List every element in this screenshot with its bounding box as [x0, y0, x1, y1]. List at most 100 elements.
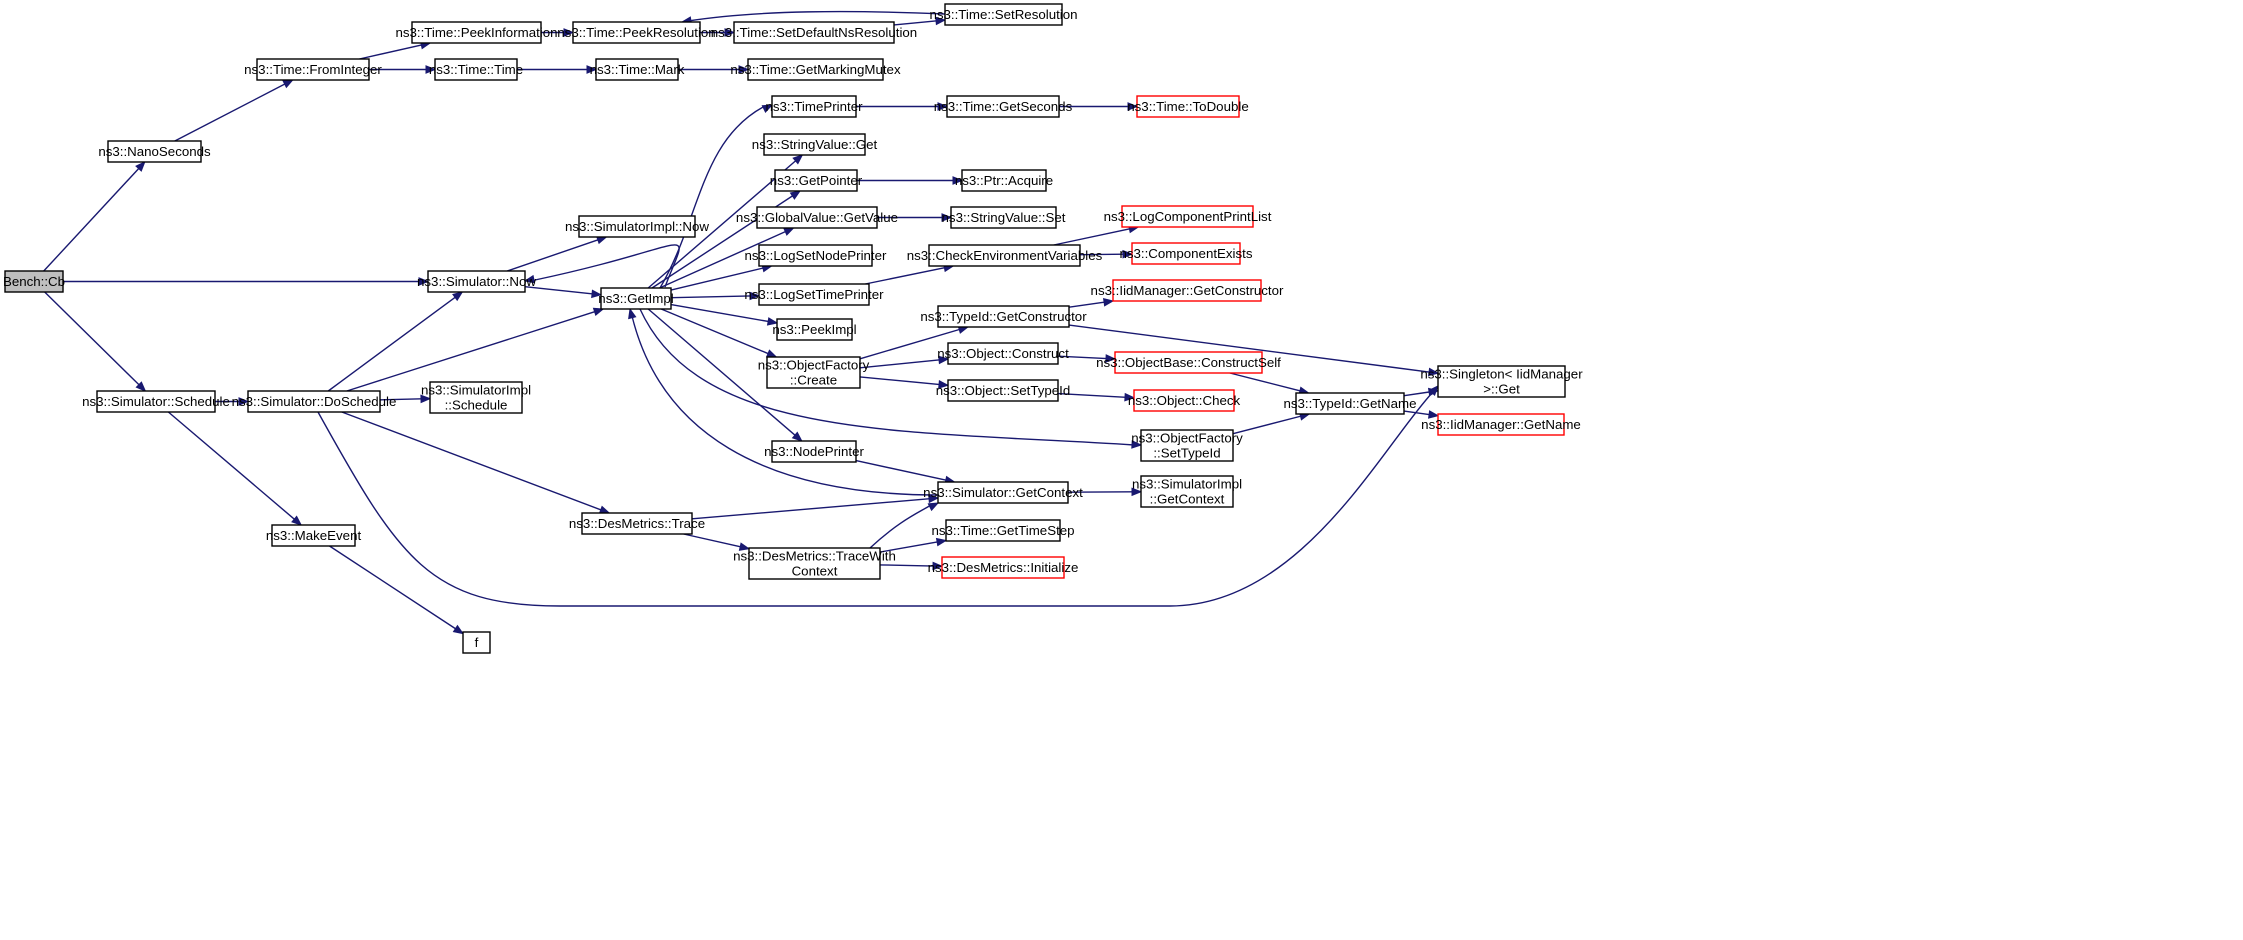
- node-logsettimeprinter[interactable]: ns3::LogSetTimePrinter: [744, 283, 884, 306]
- node-peekimpl[interactable]: ns3::PeekImpl: [772, 318, 857, 341]
- edge-simulator-doschedule-to-singleton-get-arrowhead: [1428, 385, 1439, 396]
- node-time-setresolution[interactable]: ns3::Time::SetResolution: [929, 3, 1078, 26]
- node-bench-cb[interactable]: Bench::Cb: [3, 270, 65, 293]
- edge-simulator-getcontext-to-getimpl-arrowhead: [628, 307, 637, 320]
- node-stringvalue-get[interactable]: ns3::StringValue::Get: [752, 133, 878, 156]
- node-iidmanager-getconstructor[interactable]: ns3::IidManager::GetConstructor: [1091, 279, 1284, 302]
- node-object-check-box: [1133, 389, 1235, 412]
- node-time-todouble-label: ns3::Time::ToDouble: [1127, 99, 1248, 114]
- node-simulatorimpl-getcontext[interactable]: ns3::SimulatorImpl::GetContext: [1132, 475, 1242, 508]
- edge-typeid-getconstructor-to-iidmanager-getconstructor: [1068, 298, 1115, 308]
- edge-desmetrics-trace-to-simulator-getcontext-line: [691, 497, 931, 520]
- node-singleton-get[interactable]: ns3::Singleton< IidManager>::Get: [1420, 365, 1583, 398]
- node-time-gettimestep-label: ns3::Time::GetTimeStep: [931, 523, 1074, 538]
- node-simulator-doschedule-label: ns3::Simulator::DoSchedule: [232, 394, 397, 409]
- node-checkenvironmentvariables[interactable]: ns3::CheckEnvironmentVariables: [907, 244, 1103, 267]
- node-time-setresolution-label: ns3::Time::SetResolution: [929, 7, 1077, 22]
- node-typeid-getconstructor[interactable]: ns3::TypeId::GetConstructor: [920, 305, 1087, 328]
- node-simulator-getcontext-box: [937, 481, 1069, 504]
- node-iidmanager-getname-box: [1437, 413, 1565, 436]
- node-time-peekinformation[interactable]: ns3::Time::PeekInformation: [395, 21, 558, 44]
- node-iidmanager-getconstructor-box: [1112, 279, 1262, 302]
- node-time-time[interactable]: ns3::Time::Time: [429, 58, 523, 81]
- node-time-peekresolution-label: ns3::Time::PeekResolution: [557, 25, 715, 40]
- edge-time-time-to-time-mark: [517, 65, 598, 74]
- edge-checkenvironmentvariables-to-logcomponentprintlist-line: [1053, 227, 1131, 246]
- node-simulatorimpl-schedule[interactable]: ns3::SimulatorImpl::Schedule: [421, 381, 531, 414]
- edge-getimpl-to-simulator-now: [523, 244, 680, 288]
- node-object-settypeid[interactable]: ns3::Object::SetTypeId: [936, 379, 1071, 402]
- node-objectfactory-settypeid-label-1: ns3::ObjectFactory: [1131, 431, 1243, 446]
- node-iidmanager-getname[interactable]: ns3::IidManager::GetName: [1421, 413, 1581, 436]
- node-globalvalue-getvalue[interactable]: ns3::GlobalValue::GetValue: [736, 206, 898, 229]
- edge-time-mark-to-time-getmarkingmutex-arrowhead: [738, 65, 750, 74]
- node-nodeprinter[interactable]: ns3::NodePrinter: [764, 440, 864, 463]
- node-desmetrics-trace[interactable]: ns3::DesMetrics::Trace: [569, 512, 705, 535]
- edge-time-time-to-time-mark-arrowhead: [586, 65, 598, 74]
- node-getpointer-label: ns3::GetPointer: [770, 173, 863, 188]
- node-f[interactable]: f: [462, 631, 491, 654]
- node-simulatorimpl-now-label: ns3::SimulatorImpl::Now: [565, 219, 709, 234]
- node-desmetrics-trace-box: [581, 512, 693, 535]
- node-object-check[interactable]: ns3::Object::Check: [1128, 389, 1241, 412]
- node-objectfactory-settypeid-box: [1140, 429, 1234, 462]
- node-getpointer[interactable]: ns3::GetPointer: [770, 169, 863, 192]
- node-lognodeprinter[interactable]: ns3::LogSetNodePrinter: [745, 244, 887, 267]
- node-time-getmarkingmutex[interactable]: ns3::Time::GetMarkingMutex: [730, 58, 901, 81]
- node-desmetrics-tracewithcontext-box: [748, 547, 881, 580]
- node-getimpl-box: [600, 287, 672, 310]
- edge-desmetrics-tracewithcontext-to-desmetrics-initialize-arrowhead: [932, 561, 944, 571]
- node-simulator-getcontext[interactable]: ns3::Simulator::GetContext: [923, 481, 1083, 504]
- edge-getimpl-to-peekimpl-arrowhead: [766, 317, 779, 326]
- edge-typeid-getname-to-singleton-get-line: [1403, 391, 1431, 397]
- edge-time-setresolution-to-time-peekresolution-line: [687, 10, 946, 22]
- edge-getimpl-to-timeprinter-arrowhead: [761, 104, 774, 114]
- node-simulatorimpl-getcontext-box: [1140, 475, 1234, 508]
- node-ptr-acquire[interactable]: ns3::Ptr::Acquire: [955, 169, 1053, 192]
- edge-time-peekinformation-to-time-peekresolution-arrowhead: [563, 28, 575, 37]
- node-time-setdefaultnsresolution[interactable]: ns3::Time::SetDefaultNsResolution: [711, 21, 917, 44]
- node-object-construct[interactable]: ns3::Object::Construct: [937, 342, 1069, 365]
- node-getimpl[interactable]: ns3::GetImpl: [598, 287, 674, 310]
- node-makeevent[interactable]: ns3::MakeEvent: [266, 524, 362, 547]
- node-simulatorimpl-schedule-label-2: ::Schedule: [445, 398, 508, 413]
- node-objectfactory-settypeid[interactable]: ns3::ObjectFactory::SetTypeId: [1131, 429, 1243, 462]
- edge-objectfactory-settypeid-to-typeid-getname: [1232, 412, 1311, 435]
- node-objectfactory-create[interactable]: ns3::ObjectFactory::Create: [758, 356, 870, 389]
- node-logcomponentprintlist[interactable]: ns3::LogComponentPrintList: [1104, 205, 1272, 228]
- edge-simulator-doschedule-to-simulator-now: [327, 291, 464, 392]
- node-stringvalue-set[interactable]: ns3::StringValue::Set: [942, 206, 1066, 229]
- edge-simulator-now-to-simulatorimpl-now: [506, 235, 608, 272]
- edge-desmetrics-tracewithcontext-to-desmetrics-initialize-line: [879, 564, 935, 567]
- node-nanoseconds[interactable]: ns3::NanoSeconds: [98, 140, 211, 163]
- node-time-frominteger[interactable]: ns3::Time::FromInteger: [244, 58, 382, 81]
- edge-simulator-now-to-getimpl-arrowhead: [591, 289, 603, 299]
- node-time-getmarkingmutex-label: ns3::Time::GetMarkingMutex: [730, 62, 901, 77]
- node-time-mark[interactable]: ns3::Time::Mark: [590, 58, 685, 81]
- edge-getpointer-to-ptr-acquire: [857, 176, 964, 185]
- node-simulator-now-label: ns3::Simulator::Now: [417, 274, 536, 289]
- node-objectbase-constructself[interactable]: ns3::ObjectBase::ConstructSelf: [1096, 351, 1281, 374]
- node-peekimpl-box: [776, 318, 853, 341]
- node-simulator-now[interactable]: ns3::Simulator::Now: [417, 270, 536, 293]
- node-desmetrics-initialize[interactable]: ns3::DesMetrics::Initialize: [928, 556, 1079, 579]
- edge-globalvalue-getvalue-to-stringvalue-set: [877, 213, 953, 222]
- node-time-todouble[interactable]: ns3::Time::ToDouble: [1127, 95, 1249, 118]
- node-componentexists[interactable]: ns3::ComponentExists: [1119, 242, 1253, 265]
- node-typeid-getname[interactable]: ns3::TypeId::GetName: [1283, 392, 1417, 415]
- node-time-peekresolution[interactable]: ns3::Time::PeekResolution: [557, 21, 716, 44]
- node-simulator-doschedule[interactable]: ns3::Simulator::DoSchedule: [232, 390, 397, 413]
- node-time-gettimestep[interactable]: ns3::Time::GetTimeStep: [931, 519, 1075, 542]
- edge-desmetrics-tracewithcontext-to-simulator-getcontext-line: [869, 504, 932, 549]
- node-time-getseconds[interactable]: ns3::Time::GetSeconds: [934, 95, 1073, 118]
- edge-object-construct-to-objectbase-constructself-arrowhead: [1105, 354, 1117, 363]
- node-timeprinter[interactable]: ns3::TimePrinter: [765, 95, 863, 118]
- edge-simulator-now-to-getimpl: [524, 285, 603, 299]
- call-nodes: Bench::Cb ns3::NanoSeconds ns3::Time::From…: [3, 3, 1583, 654]
- edge-getimpl-to-logsettimeprinter-arrowhead: [749, 291, 761, 301]
- node-simulator-schedule[interactable]: ns3::Simulator::Schedule: [82, 390, 230, 413]
- node-simulator-schedule-label: ns3::Simulator::Schedule: [82, 394, 230, 409]
- node-simulatorimpl-now[interactable]: ns3::SimulatorImpl::Now: [565, 215, 709, 238]
